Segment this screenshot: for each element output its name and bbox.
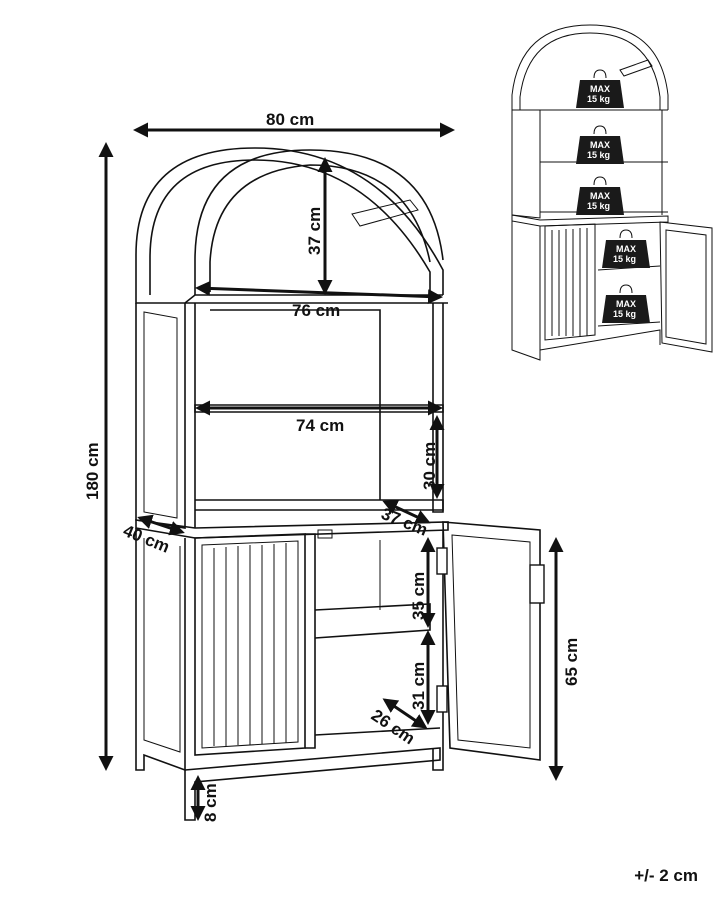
label-arch-height: 37 cm	[305, 207, 324, 255]
label-cabinet-lower-height: 31 cm	[409, 662, 428, 710]
weight-icon: MAX 15 kg	[576, 69, 624, 108]
weight-icon: MAX 15 kg	[602, 284, 650, 323]
weight-icon: MAX 15 kg	[602, 229, 650, 268]
svg-text:MAX: MAX	[616, 299, 636, 309]
label-cabinet-depth: 26 cm	[368, 706, 419, 749]
label-height-total: 180 cm	[83, 442, 102, 500]
label-mid-shelf-width: 74 cm	[296, 416, 344, 435]
weight-icon: MAX 15 kg	[576, 176, 624, 215]
svg-text:MAX: MAX	[590, 84, 610, 94]
label-cabinet-height: 65 cm	[562, 638, 581, 686]
svg-text:MAX: MAX	[616, 244, 636, 254]
svg-text:15 kg: 15 kg	[613, 309, 636, 319]
label-top-shelf-width: 76 cm	[292, 301, 340, 320]
svg-text:MAX: MAX	[590, 140, 610, 150]
svg-text:15 kg: 15 kg	[587, 201, 610, 211]
weight-icon: MAX 15 kg	[576, 125, 624, 164]
cabinet-drawing	[135, 147, 545, 821]
svg-text:MAX: MAX	[590, 191, 610, 201]
tolerance-note: +/- 2 cm	[634, 866, 698, 885]
load-capacity-thumbnail: MAX 15 kg MAX 15 kg MAX 15 kg MAX 15 kg …	[511, 24, 713, 361]
svg-text:15 kg: 15 kg	[613, 254, 636, 264]
svg-text:15 kg: 15 kg	[587, 150, 610, 160]
label-upper-shelf-height: 30 cm	[420, 442, 439, 490]
label-width-top: 80 cm	[266, 110, 314, 129]
label-leg-height: 8 cm	[201, 783, 220, 822]
thumb-planks	[551, 228, 588, 336]
svg-text:15 kg: 15 kg	[587, 94, 610, 104]
dimension-arrows	[98, 122, 564, 821]
door-planks	[213, 543, 287, 746]
label-cabinet-upper-height: 35 cm	[409, 572, 428, 620]
